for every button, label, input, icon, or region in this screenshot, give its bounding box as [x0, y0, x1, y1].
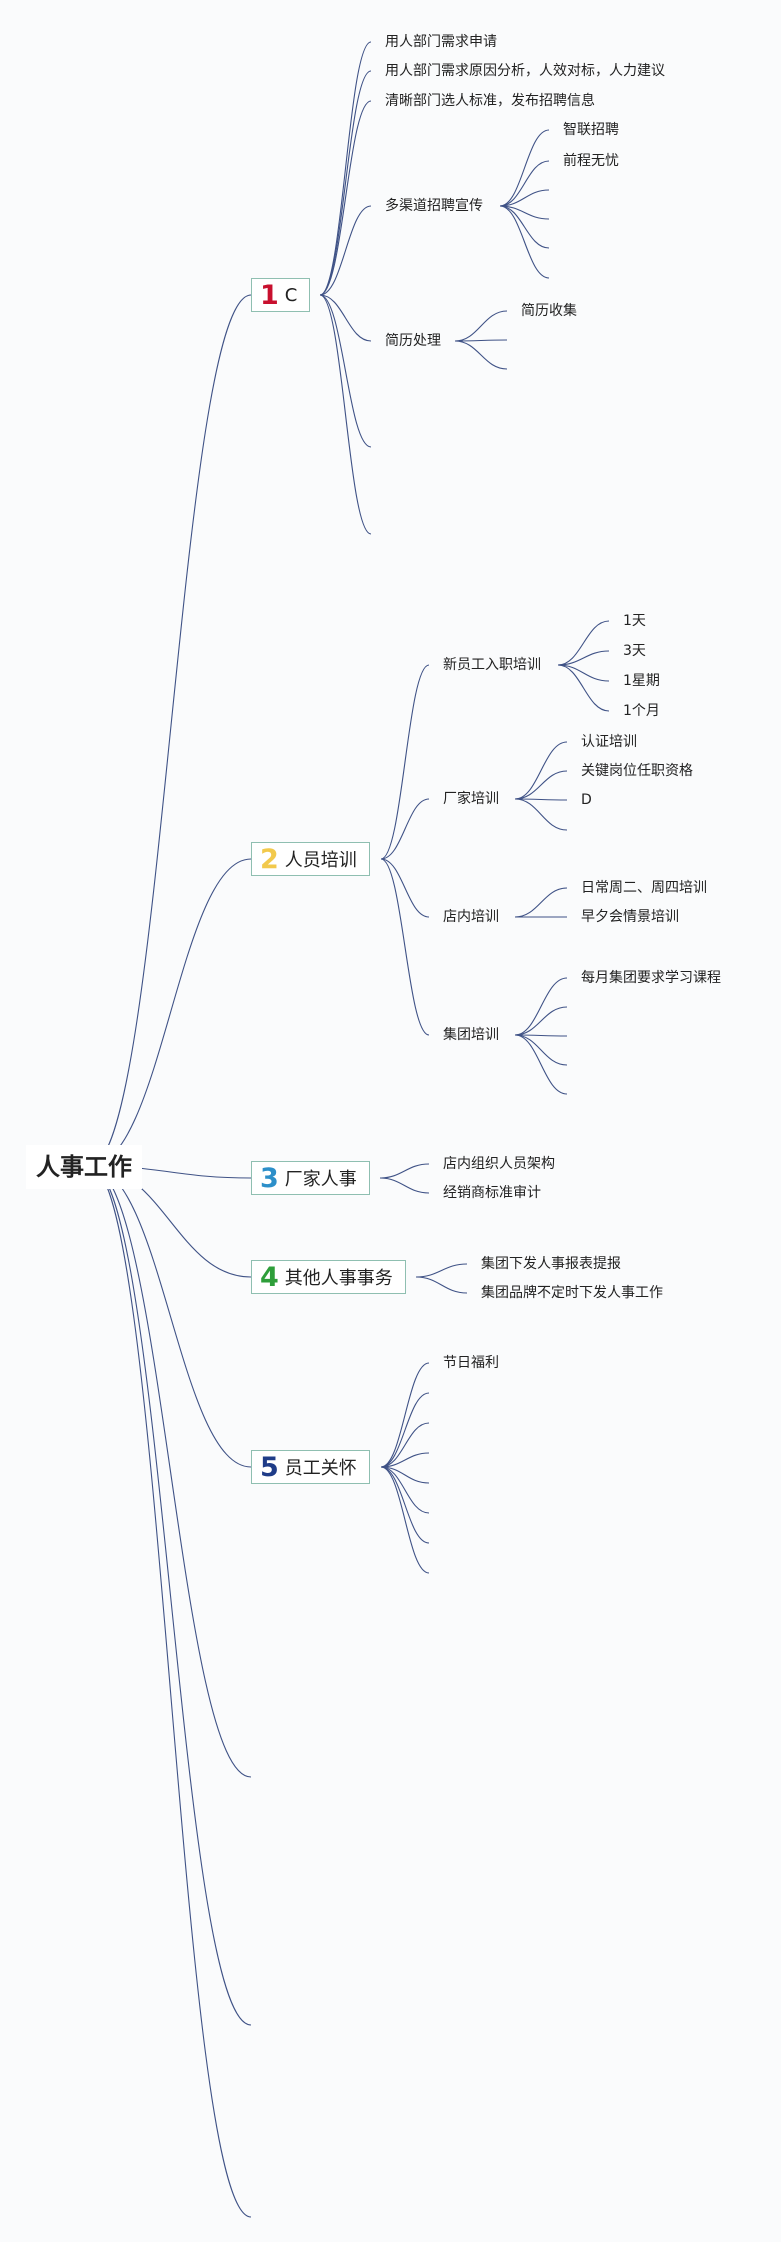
- topic-label: 员工关怀: [284, 1458, 357, 1479]
- topic-2-subitem[interactable]: 3天: [623, 643, 646, 659]
- topic-label: 人员培训: [284, 850, 357, 871]
- topic-5-branch-line: [380, 1466, 430, 1574]
- topic-number: 1: [260, 279, 279, 311]
- subbranch-line: [514, 977, 568, 1036]
- subbranch-line: [514, 887, 568, 918]
- topic-4-item[interactable]: 集团品牌不定时下发人事工作: [481, 1285, 663, 1301]
- topic-4-item[interactable]: 集团下发人事报表提报: [481, 1256, 621, 1272]
- topic-1-item[interactable]: 清晰部门选人标准，发布招聘信息: [385, 93, 595, 109]
- topic-5-item[interactable]: 节日福利: [443, 1355, 499, 1371]
- subbranch-line: [514, 1006, 568, 1036]
- topic-label: 厂家人事: [284, 1169, 357, 1190]
- topic-1-branch-line: [319, 294, 372, 448]
- topic-2-subitem[interactable]: 认证培训: [581, 734, 637, 750]
- subbranch-line: [514, 741, 568, 800]
- subbranch-line: [499, 205, 550, 279]
- root-branch-line: [89, 294, 252, 1167]
- topic-number: 4: [260, 1261, 279, 1293]
- subbranch-line: [454, 310, 508, 342]
- topic-number: 2: [260, 843, 279, 875]
- root-branch-line: [89, 1165, 252, 1778]
- subbranch-line: [514, 770, 568, 800]
- topic-1-item[interactable]: 用人部门需求申请: [385, 34, 497, 50]
- topic-1[interactable]: 1 C: [251, 278, 311, 312]
- subbranch-line: [557, 664, 610, 712]
- topic-number: 5: [260, 1451, 279, 1483]
- topic-2-subitem[interactable]: 每月集团要求学习课程: [581, 970, 721, 986]
- root-branch-line: [89, 858, 252, 1167]
- subbranch-line: [499, 160, 550, 207]
- topic-3-branch-line: [379, 1163, 430, 1179]
- topic-4[interactable]: 4 其他人事事务: [251, 1260, 406, 1294]
- topic-label: 其他人事事务: [284, 1268, 393, 1289]
- topic-2-subitem[interactable]: 1个月: [623, 703, 660, 719]
- root-branch-line: [89, 1165, 252, 2218]
- topic-2[interactable]: 2 人员培训: [251, 842, 370, 876]
- topic-5-branch-line: [380, 1466, 430, 1544]
- topic-5[interactable]: 5 员工关怀: [251, 1450, 370, 1484]
- subbranch-line: [499, 129, 550, 207]
- topic-1-branch-line: [319, 294, 372, 342]
- topic-1-item[interactable]: 多渠道招聘宣传: [385, 198, 483, 214]
- subbranch-line: [454, 339, 508, 342]
- topic-2-subitem[interactable]: 1天: [623, 613, 646, 629]
- topic-5-branch-line: [380, 1452, 430, 1468]
- topic-1-item[interactable]: 简历处理: [385, 333, 441, 349]
- topic-1-subitem[interactable]: 简历收集: [521, 303, 577, 319]
- topic-4-branch-line: [415, 1276, 468, 1294]
- subbranch-line: [514, 798, 568, 831]
- topic-1-branch-line: [319, 41, 372, 296]
- topic-4-branch-line: [415, 1263, 468, 1278]
- root-node[interactable]: 人事工作: [26, 1145, 142, 1189]
- topic-1-branch-line: [319, 205, 372, 296]
- topic-2-branch-line: [380, 664, 430, 860]
- topic-label: C: [284, 284, 298, 306]
- topic-3[interactable]: 3 厂家人事: [251, 1161, 370, 1195]
- topic-3-item[interactable]: 店内组织人员架构: [443, 1156, 555, 1172]
- topic-1-branch-line: [319, 70, 372, 296]
- topic-5-branch-line: [380, 1362, 430, 1468]
- topic-2-branch-line: [380, 798, 430, 860]
- topic-2-subitem[interactable]: 日常周二、周四培训: [581, 880, 707, 896]
- topic-1-subitem[interactable]: 智联招聘: [563, 122, 619, 138]
- subbranch-line: [514, 1034, 568, 1066]
- topic-1-branch-line: [319, 100, 372, 296]
- root-branch-line: [89, 1165, 252, 2026]
- topic-5-branch-line: [380, 1392, 430, 1468]
- topic-2-item[interactable]: 集团培训: [443, 1027, 499, 1043]
- topic-2-subitem[interactable]: 早夕会情景培训: [581, 909, 679, 925]
- subbranch-line: [557, 650, 610, 666]
- topic-1-branch-line: [319, 294, 372, 535]
- subbranch-line: [514, 1034, 568, 1095]
- topic-2-item[interactable]: 店内培训: [443, 909, 499, 925]
- topic-2-subitem[interactable]: D: [581, 792, 592, 808]
- topic-2-item[interactable]: 新员工入职培训: [443, 657, 541, 673]
- topic-2-subitem[interactable]: 关键岗位任职资格: [581, 763, 693, 779]
- topic-2-branch-line: [380, 858, 430, 1036]
- topic-5-branch-line: [380, 1422, 430, 1468]
- topic-3-item[interactable]: 经销商标准审计: [443, 1185, 541, 1201]
- subbranch-line: [499, 205, 550, 249]
- topic-2-subitem[interactable]: 1星期: [623, 673, 660, 689]
- subbranch-line: [454, 340, 508, 370]
- topic-number: 3: [260, 1162, 279, 1194]
- subbranch-line: [557, 620, 610, 666]
- topic-3-branch-line: [379, 1177, 430, 1194]
- topic-2-branch-line: [380, 858, 430, 918]
- topic-2-item[interactable]: 厂家培训: [443, 791, 499, 807]
- subbranch-line: [499, 189, 550, 207]
- topic-5-branch-line: [380, 1466, 430, 1514]
- topic-1-item[interactable]: 用人部门需求原因分析，人效对标，人力建议: [385, 63, 665, 79]
- subbranch-line: [514, 798, 568, 801]
- topic-1-subitem[interactable]: 前程无忧: [563, 153, 619, 169]
